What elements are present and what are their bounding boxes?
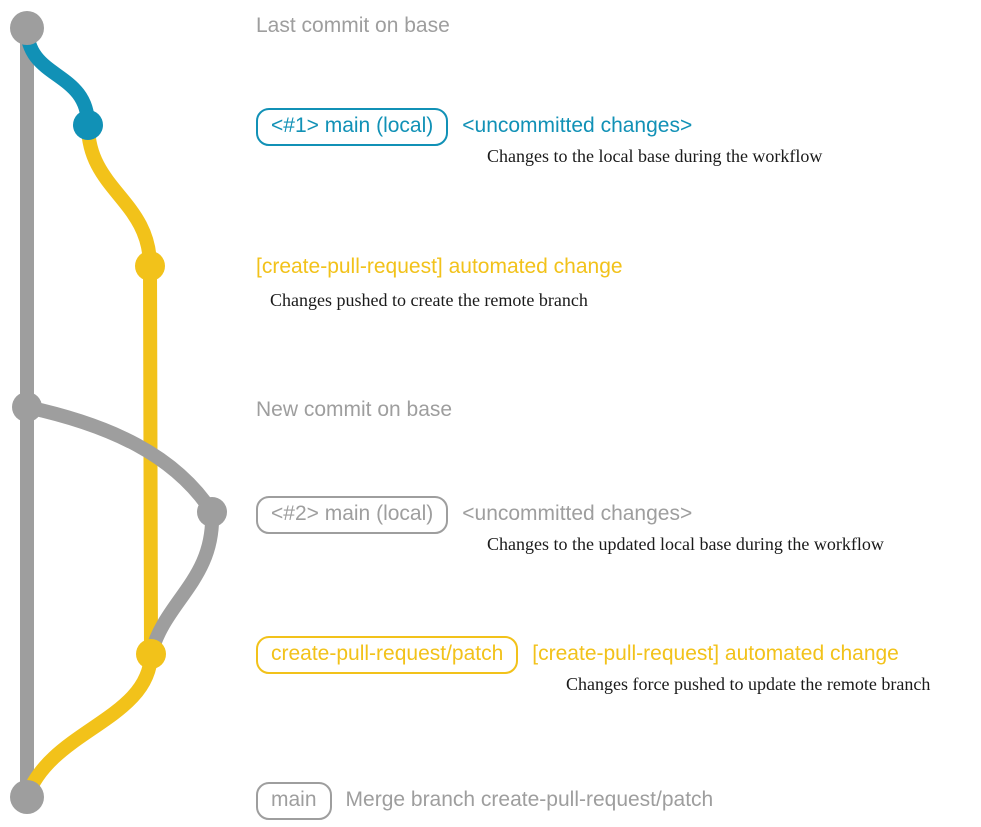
subject-uncommitted-changes-1: <uncommitted changes> [462, 114, 693, 137]
note-automated-change-2: Changes force pushed to update the remot… [566, 674, 931, 694]
node-local-2[interactable] [197, 497, 227, 527]
headline-last-commit-on-base: Last commit on base [256, 14, 450, 37]
row-local-change-2: <#2> main (local) <uncommitted changes> [256, 496, 692, 534]
node-cpr-commit-2[interactable] [136, 639, 166, 669]
node-local-1[interactable] [73, 110, 103, 140]
subject-automated-change-1: [create-pull-request] automated change [256, 255, 623, 278]
pill-main[interactable]: main [256, 782, 332, 820]
node-base-head[interactable] [10, 11, 44, 45]
pill-main-local-1[interactable]: <#1> main (local) [256, 108, 449, 146]
edge-cpr2-to-merge [20, 647, 158, 804]
note-local-change-2: Changes to the updated local base during… [487, 534, 884, 554]
subject-automated-change-2: [create-pull-request] automated change [532, 642, 899, 665]
node-merge-commit[interactable] [10, 780, 44, 814]
row-automated-change-1: [create-pull-request] automated change [256, 255, 623, 279]
row-local-change-1: <#1> main (local) <uncommitted changes> [256, 108, 692, 146]
headline-new-commit-on-base: New commit on base [256, 398, 453, 421]
edge-base-to-local1 [20, 21, 95, 132]
edge-local2-to-cpr2 [144, 505, 220, 661]
pill-create-pull-request-patch[interactable]: create-pull-request/patch [256, 636, 519, 674]
note-automated-change-1: Changes pushed to create the remote bran… [270, 290, 588, 310]
pill-main-local-2[interactable]: <#2> main (local) [256, 496, 449, 534]
node-base-new[interactable] [12, 392, 42, 422]
edge-newbase-to-local2 [20, 400, 219, 519]
branch-graph [10, 11, 227, 814]
node-cpr-commit-1[interactable] [135, 251, 165, 281]
subject-merge-branch: Merge branch create-pull-request/patch [345, 788, 714, 811]
subject-uncommitted-changes-2: <uncommitted changes> [462, 502, 693, 525]
row-automated-change-2: create-pull-request/patch [create-pull-r… [256, 636, 899, 674]
note-local-change-1: Changes to the local base during the wor… [487, 146, 823, 166]
edge-local1-to-cpr1 [81, 118, 157, 273]
row-merge: main Merge branch create-pull-request/pa… [256, 782, 713, 820]
